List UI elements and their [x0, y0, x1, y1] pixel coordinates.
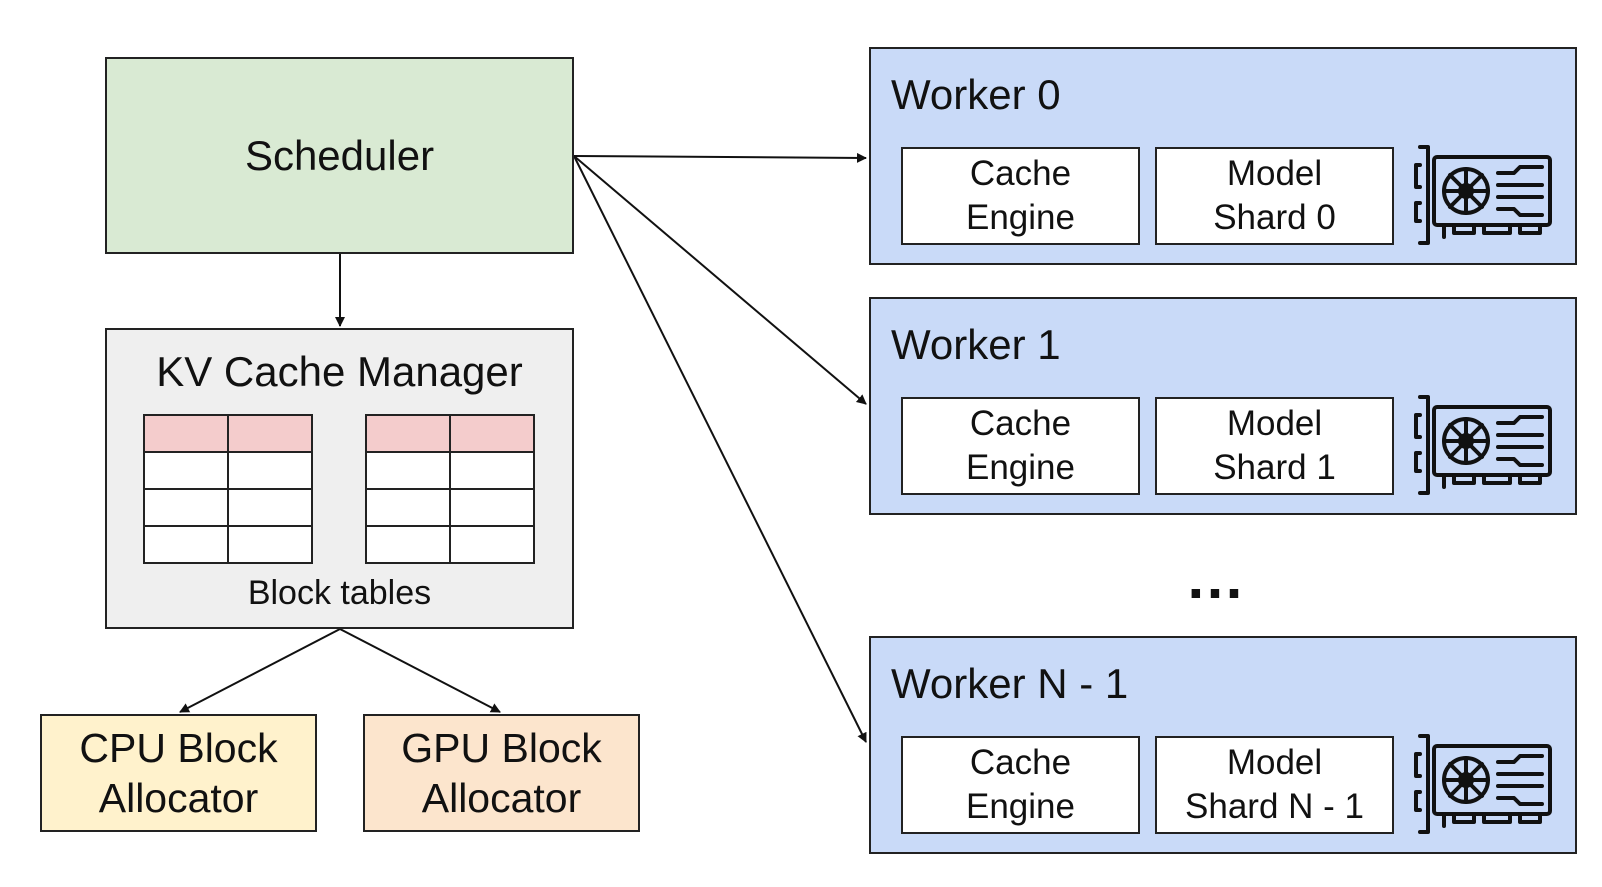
model-shard-line2: Shard 0 [1213, 198, 1336, 237]
worker-title: Worker 1 [891, 321, 1061, 368]
gpu-allocator-line2: Allocator [421, 775, 582, 821]
model-shard-line1: Model [1226, 743, 1323, 782]
model-shard-line1: Model [1226, 154, 1323, 193]
cache-engine-line2: Engine [966, 198, 1075, 237]
arrow-scheduler-to-worker-1 [573, 155, 867, 405]
gpu-card-icon [1414, 734, 1552, 834]
gpu-card-icon [1414, 145, 1552, 245]
block-table [365, 414, 535, 564]
more-workers-ellipsis: … [1185, 544, 1245, 611]
worker-title: Worker N - 1 [891, 660, 1129, 707]
gpu-card-icon [1414, 395, 1552, 495]
cpu-allocator-line1: CPU Block [79, 725, 278, 771]
arrow-scheduler-to-worker-0 [573, 152, 867, 163]
cpu-allocator-line2: Allocator [98, 775, 259, 821]
arrow-kv-manager-to-gpu-allocator [339, 628, 501, 713]
cache-engine-line1: Cache [969, 404, 1072, 443]
block-tables-caption: Block tables [247, 574, 432, 612]
cache-engine-line2: Engine [966, 787, 1075, 826]
gpu-block-allocator-box: GPU Block Allocator [363, 714, 640, 832]
arrow-kv-manager-to-cpu-allocator [179, 628, 341, 713]
arrow-scheduler-to-worker-n-1 [573, 155, 867, 743]
model-shard-line2: Shard N - 1 [1185, 787, 1364, 826]
model-shard-line1: Model [1226, 404, 1323, 443]
cache-engine-line1: Cache [969, 154, 1072, 193]
scheduler-label: Scheduler [244, 131, 435, 179]
cache-engine-line1: Cache [969, 743, 1072, 782]
worker-title: Worker 0 [891, 71, 1061, 118]
scheduler-box: Scheduler [105, 57, 574, 254]
block-table [143, 414, 313, 564]
cpu-block-allocator-box: CPU Block Allocator [40, 714, 317, 832]
kv-cache-manager-title: KV Cache Manager [156, 348, 523, 395]
kv-cache-manager-box: KV Cache Manager Block tables [105, 328, 574, 629]
cache-engine-line2: Engine [966, 448, 1075, 487]
gpu-allocator-line1: GPU Block [401, 725, 602, 771]
model-shard-line2: Shard 1 [1213, 448, 1336, 487]
